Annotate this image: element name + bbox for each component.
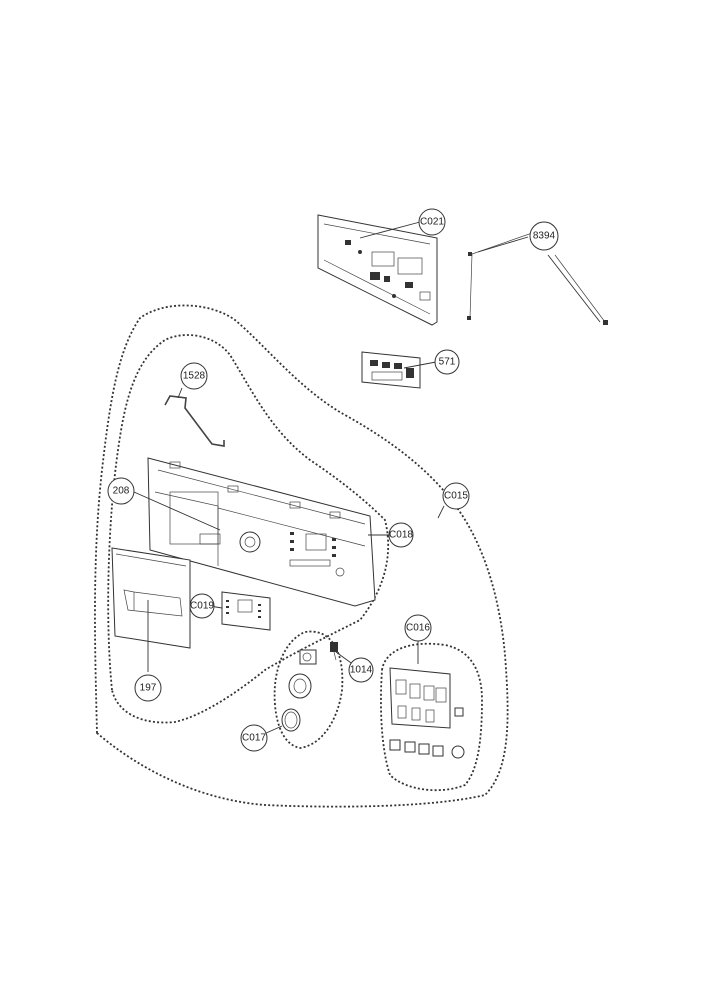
callout-208: 208	[107, 477, 135, 505]
callout-label: 8394	[533, 231, 556, 242]
callout-1528: 1528	[180, 362, 208, 390]
button-board-part	[389, 667, 464, 729]
leader-lines	[133, 221, 601, 735]
callout-label: 571	[439, 357, 456, 368]
outer-assembly-boundary	[94, 304, 509, 808]
push-buttons-row	[389, 739, 465, 759]
callout-label: C018	[389, 530, 413, 541]
selector-knob-part	[281, 649, 317, 732]
display-frame-part	[361, 351, 421, 389]
callout-label: C016	[406, 623, 430, 634]
pcb-main-board	[317, 214, 438, 326]
callout-label: C021	[420, 217, 444, 228]
callout-8394: 8394	[529, 221, 559, 251]
callout-c021: C021	[418, 208, 446, 236]
control-panel-housing	[147, 457, 376, 607]
callout-1014: 1014	[348, 657, 374, 683]
callout-label: C017	[242, 733, 266, 744]
callout-571: 571	[434, 349, 460, 375]
wire-harness-part	[467, 231, 608, 325]
callout-label: 197	[140, 683, 157, 694]
encoder-part	[330, 642, 338, 661]
callout-label: C019	[190, 601, 214, 612]
callout-c017: C017	[240, 724, 268, 752]
callout-label: 1014	[350, 665, 373, 676]
callout-197: 197	[134, 674, 162, 702]
callout-c019: C019	[189, 593, 215, 619]
callout-c018: C018	[388, 522, 414, 548]
button-group-boundary	[380, 642, 483, 792]
callout-c015: C015	[442, 482, 470, 510]
drawer-handle-panel	[111, 547, 191, 649]
knob-group-boundary	[273, 630, 344, 749]
callout-label: 208	[113, 486, 130, 497]
display-overlay-part	[221, 591, 271, 631]
inner-panel-boundary	[107, 334, 389, 724]
bracket-wire-part	[164, 395, 225, 447]
callout-label: C015	[444, 491, 468, 502]
callout-label: 1528	[183, 371, 206, 382]
callout-c016: C016	[404, 614, 432, 642]
